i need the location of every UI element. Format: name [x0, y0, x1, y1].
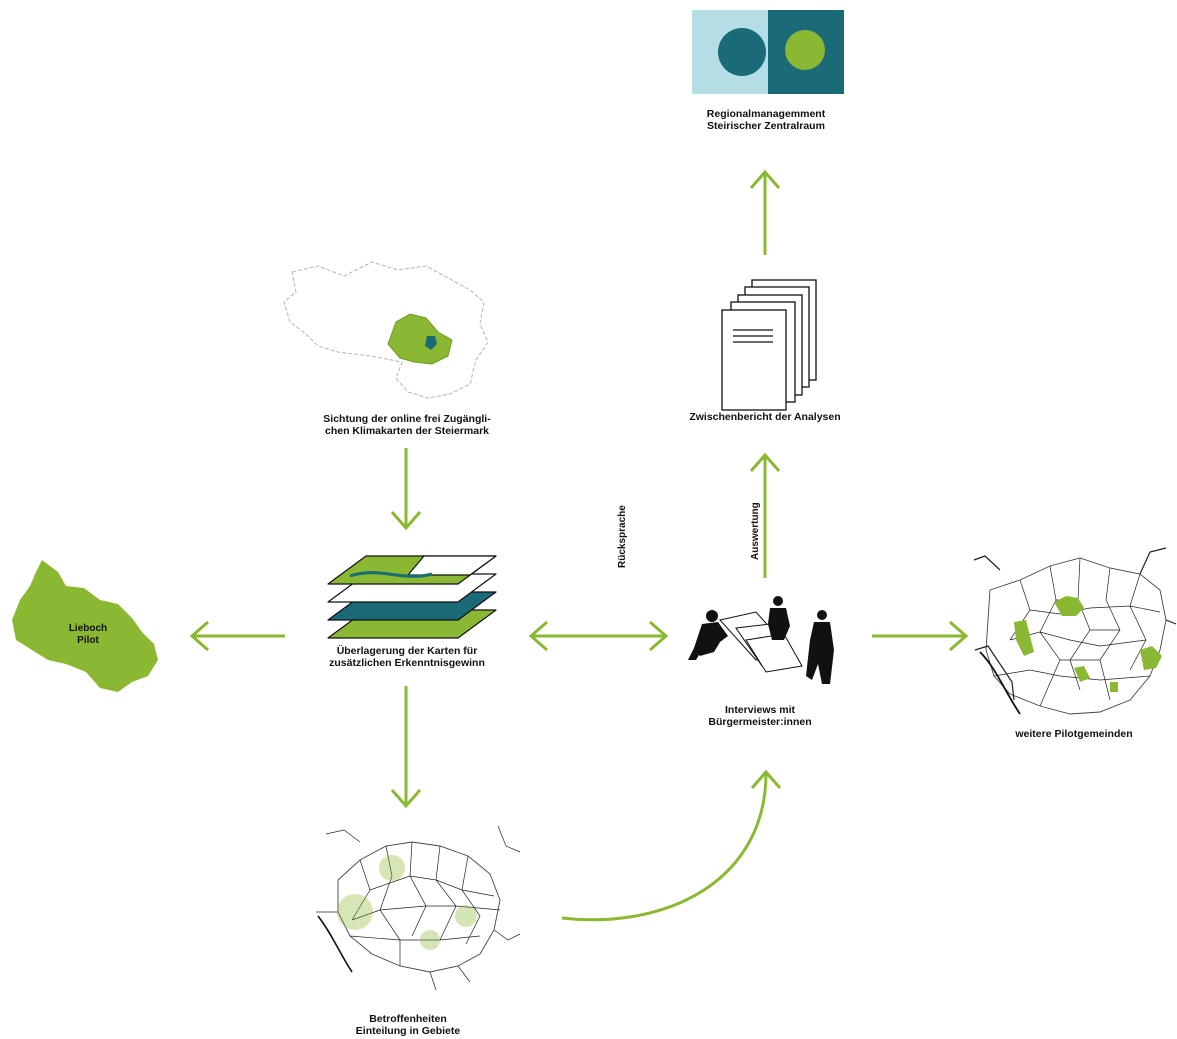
map-layers-icon [327, 555, 497, 639]
affected-label-line1: Betroffenheiten [369, 1013, 447, 1025]
interviews-label-line2: Bürgermeister:innen [708, 715, 812, 728]
affected-areas-map-icon [316, 825, 521, 991]
regional-label-line2: Steirischer Zentralraum [707, 119, 825, 132]
documents-icon [721, 279, 817, 411]
arrow-left-to-lieboch [189, 620, 285, 652]
arrows [189, 169, 969, 922]
arrow-down-to-overlay [390, 448, 422, 531]
styria-map-icon [283, 261, 489, 399]
arrow-curve-to-interviews [561, 769, 782, 922]
lieboch-label: Lieboch Pilot [48, 623, 128, 646]
overlay-label-line1: Überlagerung der Karten für [336, 645, 478, 657]
overlay-label-line2: zusätzlichen Erkenntnisgewinn [329, 656, 485, 669]
pilots-label-line1: weitere Pilotgemeinden [1015, 728, 1133, 740]
online-maps-label-line2: chen Klimakarten der Steiermark [325, 424, 489, 437]
people-with-map-icon [688, 596, 834, 684]
lieboch-shape-icon [12, 560, 158, 692]
arrow-right-to-pilots [872, 620, 969, 652]
regional-label-line1: Regionalmanagemment [706, 108, 826, 120]
auswertung-label: Auswertung [750, 502, 761, 560]
lieboch-label-line2: Pilot [77, 634, 99, 646]
arrow-down-to-affected [390, 686, 422, 809]
overlay-label: Überlagerung der Karten für zusätzlichen… [290, 645, 524, 669]
online-maps-label: Sichtung der online frei Zugängli- chen … [290, 413, 524, 437]
regional-management-label: Regionalmanagemment Steirischer Zentralr… [662, 108, 870, 132]
report-label-line1: Zwischenbericht der Analysen [689, 411, 841, 423]
online-maps-label-line1: Sichtung der online frei Zugängli- [323, 413, 491, 425]
arrow-up-to-regional [749, 169, 781, 255]
regional-management-logo-icon [692, 10, 844, 94]
affected-label-line2: Einteilung in Gebiete [355, 1024, 461, 1037]
report-label: Zwischenbericht der Analysen [650, 411, 880, 424]
lieboch-label-line1: Lieboch [68, 623, 108, 634]
ruecksprache-label: Rücksprache [617, 505, 628, 568]
interviews-label-line1: Interviews mit [724, 704, 796, 716]
interviews-label: Interviews mit Bürgermeister:innen [660, 704, 860, 728]
arrow-both-overlay-interviews [528, 620, 669, 652]
arrow-up-to-report [749, 452, 781, 578]
municipalities-map-icon [973, 547, 1177, 715]
pilots-label: weitere Pilotgemeinden [985, 728, 1163, 741]
affected-label: Betroffenheiten Einteilung in Gebiete [318, 1013, 498, 1037]
